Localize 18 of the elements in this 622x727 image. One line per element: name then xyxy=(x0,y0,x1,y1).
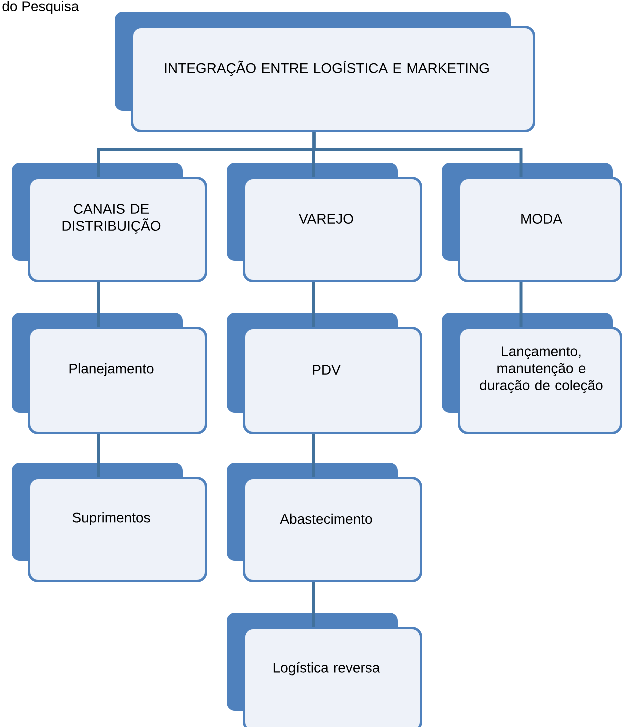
heading-text: do Pesquisa xyxy=(2,1,80,14)
process-box: VAREJO xyxy=(227,163,422,282)
process-box: INTEGRAÇÃO ENTRE LOGÍSTICA E MARKETING xyxy=(115,12,536,132)
process-box: Planejamento xyxy=(12,313,208,434)
connector-line xyxy=(312,282,316,327)
process-box: PDV xyxy=(227,313,422,434)
connector-line xyxy=(97,434,100,477)
process-box: Suprimentos xyxy=(12,463,208,582)
process-box: CANAIS DE DISTRIBUIÇÃO xyxy=(12,163,208,282)
connector-line xyxy=(312,582,316,627)
process-box: Lançamento, manutenção e duração de coleção xyxy=(442,313,622,434)
process-box: Abastecimento xyxy=(227,463,422,582)
connector-line xyxy=(312,434,316,477)
connector-line xyxy=(520,282,523,327)
connector-line xyxy=(97,282,100,327)
process-box: Logística reversa xyxy=(227,613,422,727)
connector-line xyxy=(312,132,523,177)
process-box: MODA xyxy=(442,163,622,282)
